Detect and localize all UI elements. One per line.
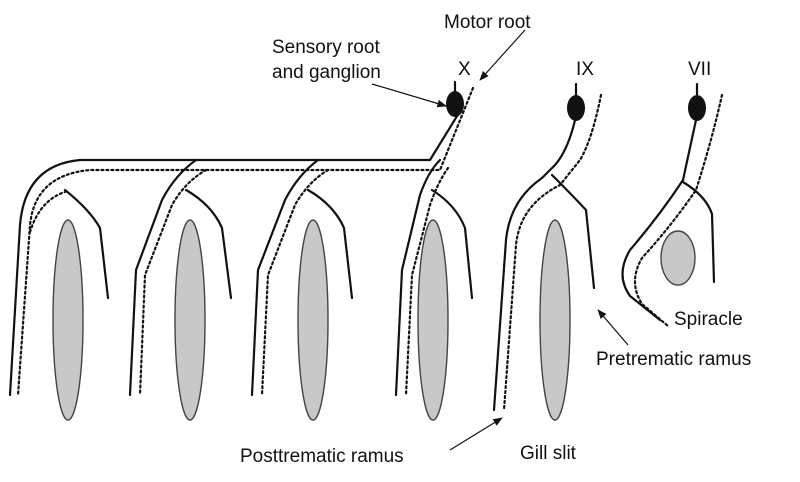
- label-posttrematic-ramus: Posttrematic ramus: [240, 446, 404, 467]
- label-nerve-vii: VII: [688, 59, 711, 80]
- gill-slit-1: [52, 219, 84, 421]
- label-sensory-root-line1: Sensory root: [272, 37, 380, 58]
- glossopharyngeal-nerve-ix: [492, 93, 603, 412]
- gill-slit-4: [417, 219, 449, 421]
- label-spiracle: Spiracle: [674, 309, 743, 330]
- label-nerve-x: X: [458, 59, 471, 80]
- gill-slit-2: [174, 219, 206, 421]
- label-motor-root: Motor root: [444, 12, 531, 33]
- spiracle-opening: [660, 230, 696, 286]
- ganglion-ix: [567, 95, 585, 121]
- label-gill-slit: Gill slit: [520, 443, 577, 464]
- label-nerve-ix: IX: [576, 59, 594, 80]
- ganglion-vii: [688, 95, 706, 121]
- arrow-motor-root: [479, 29, 526, 81]
- vagus-nerve-x: [8, 86, 475, 397]
- arrow-posttrematic: [449, 417, 503, 451]
- arrow-sensory-root: [371, 83, 447, 108]
- ganglion-x: [446, 91, 464, 117]
- gill-slit-5: [539, 219, 571, 421]
- gill-slit-3: [297, 219, 329, 421]
- label-pretrematic-ramus: Pretrematic ramus: [596, 349, 751, 370]
- facial-nerve-vii: [621, 93, 724, 328]
- label-sensory-root-line2: and ganglion: [272, 62, 381, 83]
- arrow-pretrematic: [597, 309, 629, 346]
